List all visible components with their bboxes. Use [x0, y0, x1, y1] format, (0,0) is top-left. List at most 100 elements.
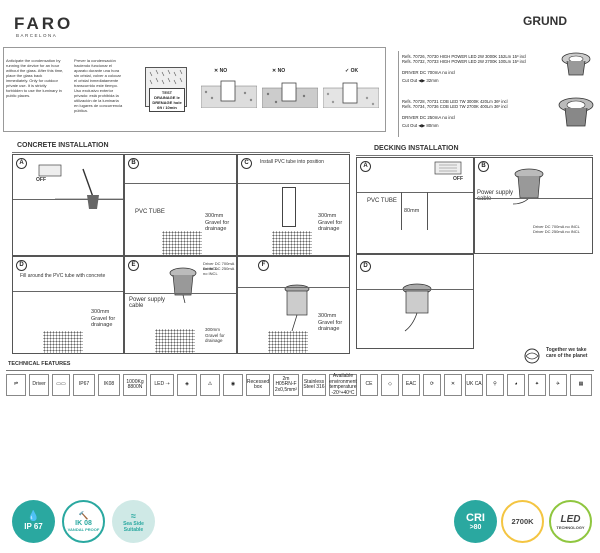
- decking-panel-b: B Power supply cable Driver DC 700mA no …: [474, 157, 593, 254]
- step-tag: D: [16, 260, 27, 271]
- high-power-luminaire-icon: [561, 52, 591, 76]
- technical-features-title: TECHNICAL FEATURES: [8, 361, 71, 367]
- gravel-bed: [155, 329, 195, 353]
- decking-panel-d: D: [356, 254, 474, 349]
- led-icon: LED ⇢: [150, 374, 174, 396]
- condensation-warning-box: [3, 47, 386, 132]
- references-box: [398, 51, 557, 137]
- warning-icon: ⚠: [200, 374, 220, 396]
- condition-tag: ✕ NO: [272, 68, 286, 74]
- cct-badge: 2700K: [501, 500, 544, 543]
- class-icon: ⇌: [6, 374, 26, 396]
- badge-sublabel: VANDAL PROOF: [67, 527, 100, 532]
- beam-icon: ◈: [177, 374, 197, 396]
- deck-joist: [401, 192, 402, 230]
- sun-icon: ◕: [507, 374, 525, 396]
- step-note: Install PVC tube into position: [260, 159, 324, 165]
- gravel-bed: [43, 331, 83, 353]
- condition-panel-no-2: ✕ NO: [262, 63, 318, 118]
- gravel-label: Gravel for drainage: [318, 220, 343, 232]
- warning-text-es: Prever la condensación haciendo funciona…: [74, 58, 123, 113]
- step-tag: A: [360, 161, 371, 172]
- badge-label: IK 08: [75, 520, 92, 527]
- driver-icon: Driver: [29, 374, 49, 396]
- ik08-icon: IK08: [98, 374, 120, 396]
- depth-dimension: 300mm: [318, 213, 337, 219]
- deck-joist: [427, 192, 428, 230]
- badge-sublabel: TECHNOLOGY: [556, 524, 585, 530]
- temperature-icon: Available environment temperature -20º+4…: [329, 373, 357, 396]
- badge-label: Sea Side Suitable: [123, 520, 144, 533]
- depth-dimension: 300mm: [205, 213, 224, 219]
- wave-icon: ≈: [131, 510, 136, 521]
- class3-icon: ◇: [381, 374, 399, 396]
- badge-sublabel: >80: [469, 524, 482, 531]
- no-bin-icon: ✕: [444, 374, 462, 396]
- pvc-tube-label: PVC TUBE: [135, 209, 165, 215]
- hands-planet-icon: [524, 348, 540, 364]
- depth-dimension: 300mm: [318, 313, 337, 319]
- lens-icon: ◉: [223, 374, 243, 396]
- steel-icon: Stainless Steel 316: [302, 374, 326, 396]
- ground-line: [125, 293, 236, 294]
- luminaire-icon: [169, 267, 197, 303]
- ref-line: Refs. 70732, 70733 HIGH POWER LED 2W 270…: [402, 59, 526, 64]
- brand-logo: FARO: [14, 14, 74, 33]
- section-divider: [6, 370, 594, 371]
- step-tag: A: [16, 158, 27, 169]
- concrete-panel-d: D Fill around the PVC tube with concrete…: [12, 256, 124, 354]
- warning-text-en: Anticipate the condensation by running t…: [6, 58, 64, 98]
- condition-tag: ✕ NO: [214, 68, 228, 74]
- cut-depth-dimension: 80mm: [404, 208, 420, 214]
- refs-group-2: Refs. 70728, 70731 COB LED 7W 3000K 420L…: [402, 99, 508, 128]
- sea-side-badge: ≈ Sea Side Suitable: [112, 500, 155, 543]
- brand-subtitle: BARCELONA: [16, 33, 58, 38]
- ref-line: Refs. 70734, 70736 COB LED 7W 2700K 400L…: [402, 104, 508, 109]
- pack-icon: ▦: [570, 374, 592, 396]
- concrete-panel-c: C Install PVC tube into position 300mm G…: [237, 154, 350, 256]
- ground-line: [238, 287, 349, 288]
- step-tag: C: [241, 158, 252, 169]
- step-tag: D: [360, 261, 371, 272]
- luminaire-icon: [512, 168, 544, 205]
- depth-dimension: 300mm: [91, 309, 110, 315]
- gravel-label: Gravel for drainage: [205, 333, 225, 343]
- pvc-tube-label: PVC TUBE: [367, 198, 397, 204]
- cut-out-row: Cut Out ◀▶ 32mm: [402, 78, 439, 83]
- ground-line: [125, 183, 236, 184]
- installed-luminaire-icon: [402, 283, 432, 332]
- badge-label: 2700K: [511, 517, 534, 526]
- ukca-icon: UK CA: [465, 374, 483, 396]
- pvc-tube: [282, 187, 296, 227]
- shovel-icon: [38, 164, 123, 209]
- switch-box-icon: [434, 161, 462, 175]
- badge-label: IP 67: [24, 522, 43, 531]
- driver-note-2: Driver DC 250mA no INCL: [533, 229, 580, 234]
- drop-icon: 💧: [27, 511, 40, 522]
- gravel-label: Gravel for drainage: [91, 316, 116, 328]
- ik08-badge: 🔨 IK 08 VANDAL PROOF: [62, 500, 105, 543]
- cut-out-row: Cut Out ◀▶ 80mm: [402, 123, 439, 128]
- condition-tag: ✓ OK: [345, 68, 359, 74]
- eac-icon: EAC: [402, 374, 420, 396]
- step-tag: F: [258, 260, 269, 271]
- power-cable-label: Power supply cable: [129, 297, 166, 309]
- load-icon: 1000Kg 8800N: [123, 374, 147, 396]
- gravel-label: Gravel for drainage: [318, 320, 343, 332]
- badge-label: LED: [560, 513, 581, 525]
- driver-note: DRIVER DC 700mA no incl: [402, 70, 455, 75]
- shipping-icon: ✈: [549, 374, 567, 396]
- gravel-bed: [162, 231, 202, 255]
- decking-section-title: DECKING INSTALLATION: [374, 145, 459, 152]
- ip67-icon: IP67: [73, 374, 95, 396]
- cri-badge: CRI >80: [454, 500, 497, 543]
- concrete-section-title: CONCRETE INSTALLATION: [17, 142, 109, 149]
- ground-line: [475, 198, 592, 199]
- led-badge: LED TECHNOLOGY: [549, 500, 592, 543]
- section-divider: [356, 155, 593, 156]
- connector-icon: ▭▭: [52, 374, 70, 396]
- badge-label: CRI: [466, 512, 485, 524]
- step-tag: B: [478, 161, 489, 172]
- concrete-panel-b: B PVC TUBE 300mm Gravel for drainage: [124, 154, 237, 256]
- ground-line: [357, 289, 473, 290]
